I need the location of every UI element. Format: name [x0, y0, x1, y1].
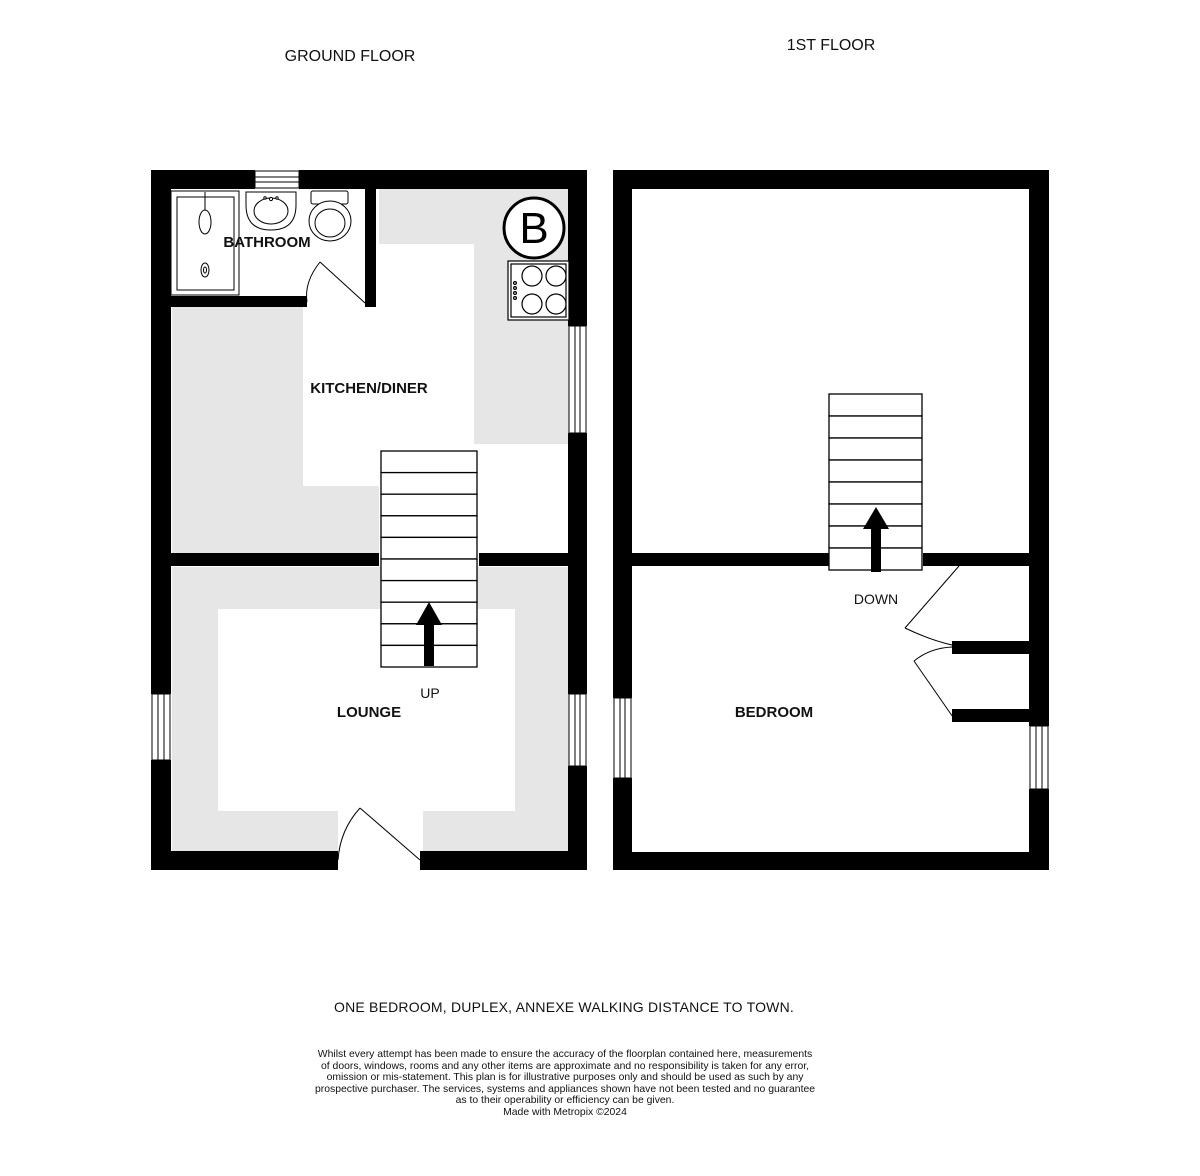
boiler-icon: B	[502, 196, 566, 260]
disclaimer-line: as to their operability or efficiency ca…	[455, 1095, 675, 1107]
room-label-bedroom: BEDROOM	[735, 704, 813, 721]
kitchen-fittings: B	[502, 196, 570, 321]
metropix-credit: Made with Metropix ©2024	[503, 1106, 627, 1118]
lounge-window-left	[151, 693, 171, 761]
hob-icon	[507, 260, 570, 321]
stair-down-label: DOWN	[854, 591, 898, 607]
ground-floor-shading	[172, 188, 569, 853]
bedroom-window-left	[613, 697, 632, 779]
bathroom-window	[254, 170, 300, 189]
disclaimer-line: omission or mis-statement. This plan is …	[326, 1072, 804, 1084]
disclaimer-line: of doors, windows, rooms and any other i…	[320, 1060, 810, 1072]
stair-tread	[828, 415, 923, 439]
disclaimer-line: prospective purchaser. The services, sys…	[314, 1083, 816, 1095]
stair-tread	[380, 579, 478, 603]
room-label-lounge: LOUNGE	[337, 704, 401, 721]
ground-floor-walls	[151, 170, 587, 870]
stair-tread	[380, 493, 478, 517]
stair-tread	[380, 558, 478, 582]
first-floor-staircase: DOWN	[828, 393, 923, 607]
first-floor-walls	[613, 170, 1049, 870]
room-label-kitchen-diner: KITCHEN/DINER	[310, 380, 428, 397]
first-floor-title: 1ST FLOOR	[787, 37, 876, 54]
front-door	[337, 807, 421, 861]
bathroom-fittings	[170, 190, 352, 296]
ground-floor-staircase: UP	[380, 450, 478, 701]
washbasin-icon	[245, 191, 297, 231]
boiler-letter: B	[519, 204, 548, 253]
kitchen-window	[568, 325, 587, 434]
bathroom-door	[306, 261, 366, 304]
first-floor-plan: DOWN BEDROOM	[613, 170, 1049, 870]
ground-floor-plan: B UP BATHROOM	[151, 170, 587, 870]
shower-tray-icon	[170, 190, 240, 296]
stair-tread	[380, 450, 478, 474]
disclaimer-line: Whilst every attempt has been made to en…	[317, 1049, 813, 1060]
room-label-bathroom: BATHROOM	[223, 234, 310, 251]
stair-down-arrow-icon	[863, 507, 889, 572]
first-floor-windows	[613, 697, 1049, 790]
landing-door	[904, 565, 960, 646]
lounge-window-right	[568, 693, 587, 767]
stair-up-label: UP	[420, 685, 439, 701]
first-floor-doors	[904, 565, 960, 721]
stair-steps	[380, 450, 478, 668]
stair-up-arrow-icon	[416, 602, 442, 666]
ground-floor-title: GROUND FLOOR	[285, 48, 416, 65]
stair-tread	[828, 481, 923, 505]
stair-tread	[380, 471, 478, 495]
bedroom-window-right	[1029, 725, 1049, 790]
ground-floor-doors	[306, 261, 421, 861]
property-description: ONE BEDROOM, DUPLEX, ANNEXE WALKING DIST…	[334, 999, 794, 1015]
toilet-icon	[308, 190, 352, 242]
stair-steps	[828, 393, 923, 571]
disclaimer: Whilst every attempt has been made to en…	[300, 1049, 830, 1119]
stair-tread	[380, 515, 478, 539]
stair-tread	[828, 459, 923, 483]
ground-floor-windows	[151, 170, 587, 767]
stair-tread	[828, 393, 923, 417]
cupboard-door	[913, 646, 956, 721]
stair-tread	[828, 437, 923, 461]
stair-tread	[380, 536, 478, 560]
